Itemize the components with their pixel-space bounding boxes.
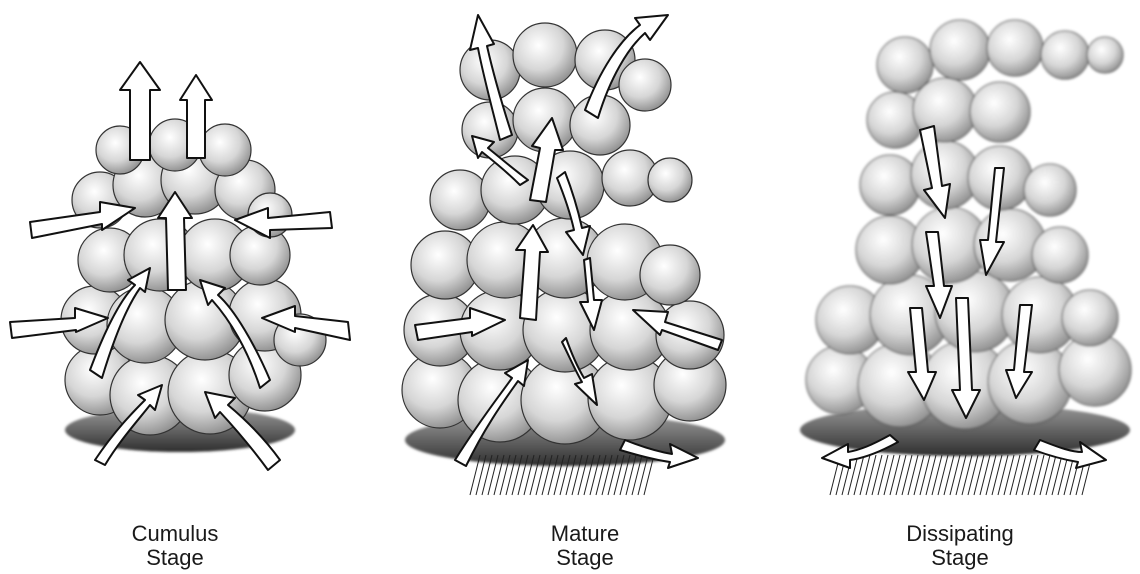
caption-line-2: Stage bbox=[455, 546, 715, 570]
caption-line-1: Mature bbox=[455, 522, 715, 546]
caption-line-2: Stage bbox=[830, 546, 1090, 570]
caption-line-2: Stage bbox=[45, 546, 305, 570]
stage-caption-cumulus: Cumulus Stage bbox=[45, 522, 305, 570]
caption-line-1: Cumulus bbox=[45, 522, 305, 546]
stage-caption-dissipating: Dissipating Stage bbox=[830, 522, 1090, 570]
stage-caption-mature: Mature Stage bbox=[455, 522, 715, 570]
mature-cloud bbox=[402, 15, 726, 495]
rain-streaks-icon bbox=[830, 455, 1092, 495]
dissipating-cloud bbox=[800, 20, 1131, 495]
caption-line-1: Dissipating bbox=[830, 522, 1090, 546]
cumulus-cloud bbox=[10, 62, 350, 470]
